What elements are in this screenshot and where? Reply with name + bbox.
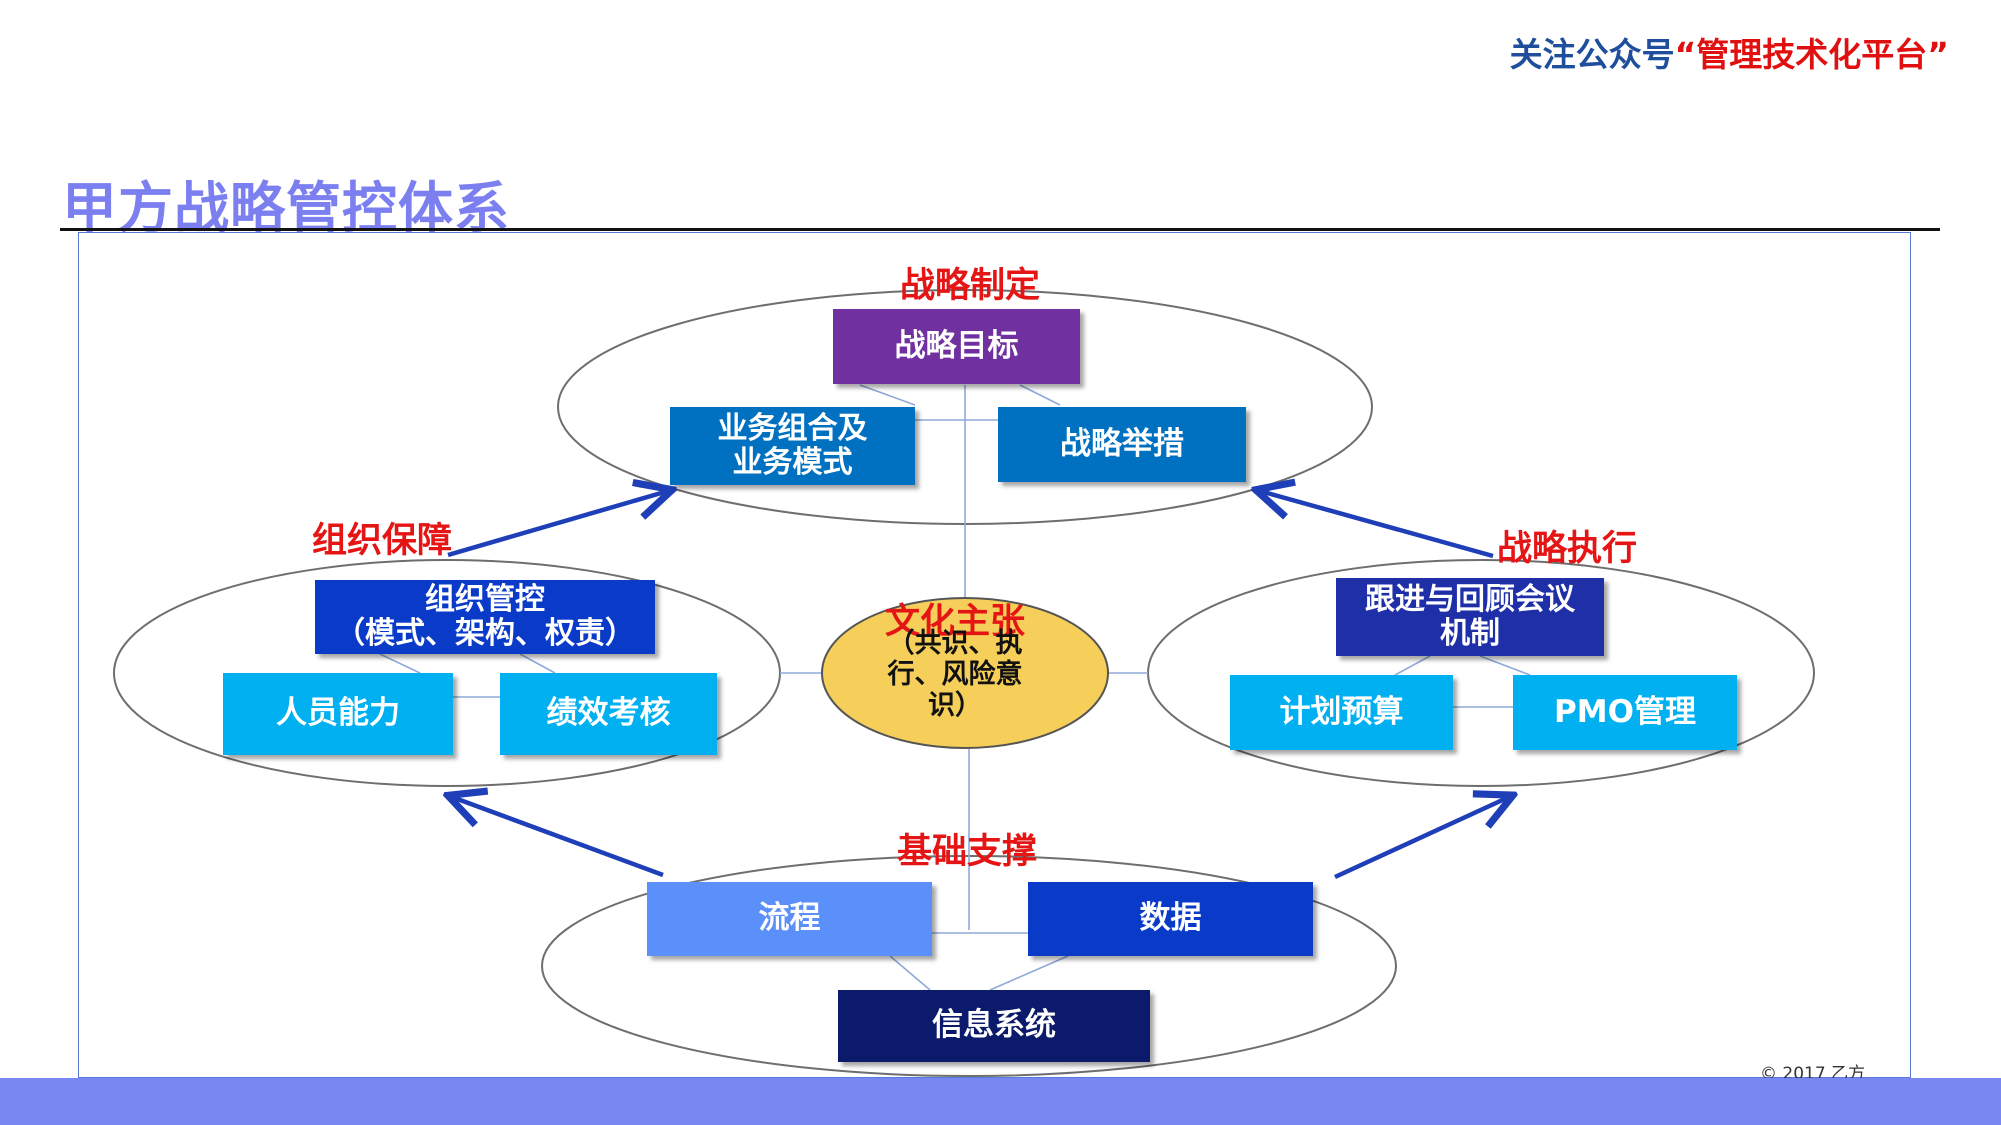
box-performance-appraisal: 绩效考核 xyxy=(500,673,717,755)
box-pmo-management-text: PMO管理 xyxy=(1554,693,1696,730)
center-culture-ellipse xyxy=(821,597,1109,749)
box-strategic-initiatives-text: 战略举措 xyxy=(1060,425,1184,462)
label-foundational-support: 基础支撑 xyxy=(897,832,1038,872)
label-organizational-assurance: 组织保障 xyxy=(312,521,453,561)
box-data: 数据 xyxy=(1028,882,1313,956)
title-rule xyxy=(60,228,1940,231)
box-information-system: 信息系统 xyxy=(838,990,1150,1062)
box-strategic-goals-text: 战略目标 xyxy=(894,327,1019,364)
box-data-text: 数据 xyxy=(1139,900,1202,937)
center-culture-subtext: （共识、执 行、风险意 识） xyxy=(887,628,1023,722)
box-plan-budget-text: 计划预算 xyxy=(1279,693,1404,730)
label-strategy-formulation: 战略制定 xyxy=(900,266,1041,306)
thin-connectors xyxy=(379,384,1531,991)
box-performance-appraisal-text: 绩效考核 xyxy=(546,695,671,732)
cycle-arrows xyxy=(448,491,1509,880)
label-culture: 文化主张 xyxy=(885,602,1026,642)
box-business-portfolio: 业务组合及 业务模式 xyxy=(670,407,915,485)
diagram-frame xyxy=(78,232,1911,1078)
header-note: 关注公众号“管理技术化平台” xyxy=(1510,28,1949,76)
box-process-text: 流程 xyxy=(758,900,821,937)
header-note-highlight: “管理技术化平台” xyxy=(1674,35,1949,74)
box-information-system-text: 信息系统 xyxy=(932,1007,1056,1044)
box-staff-capability-text: 人员能力 xyxy=(276,695,400,732)
box-organizational-control-text: 组织管控 （模式、架构、权责） xyxy=(335,581,635,651)
box-pmo-management: PMO管理 xyxy=(1513,675,1737,750)
box-organizational-control: 组织管控 （模式、架构、权责） xyxy=(315,580,655,654)
box-business-portfolio-text: 业务组合及 业务模式 xyxy=(717,410,868,480)
box-plan-budget: 计划预算 xyxy=(1230,675,1453,750)
label-strategy-execution: 战略执行 xyxy=(1497,529,1638,569)
box-strategic-initiatives: 战略举措 xyxy=(998,407,1246,482)
box-staff-capability: 人员能力 xyxy=(223,673,453,755)
box-review-meeting-mechanism-text: 跟进与回顾会议 机制 xyxy=(1365,581,1575,651)
bottom-band xyxy=(0,1078,2001,1125)
box-strategic-goals: 战略目标 xyxy=(833,309,1080,384)
box-process: 流程 xyxy=(647,882,932,956)
box-review-meeting-mechanism: 跟进与回顾会议 机制 xyxy=(1336,578,1604,656)
header-note-prefix: 关注公众号 xyxy=(1509,35,1675,74)
